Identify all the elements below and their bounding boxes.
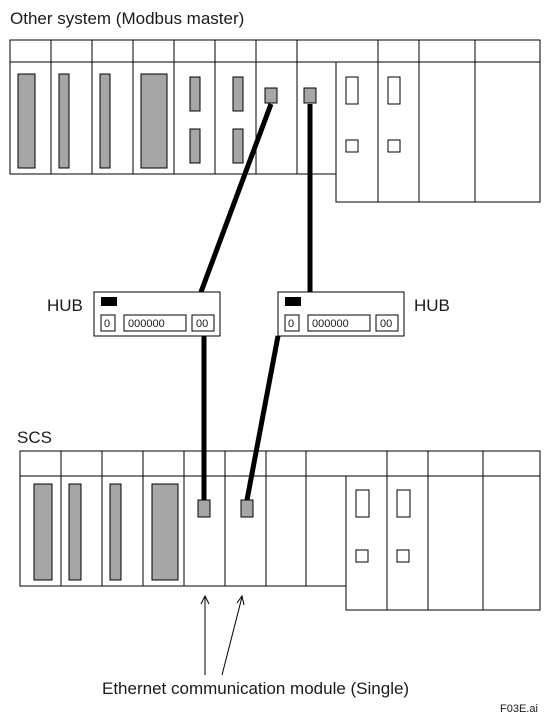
top-card-1	[17, 73, 36, 169]
hub-left-port-group: 000000	[128, 318, 165, 330]
hub-right-port-group: 000000	[312, 318, 349, 330]
hub-left-led	[101, 297, 117, 306]
scs-card-2	[68, 483, 82, 581]
module-pointer-arrows	[200, 594, 245, 676]
top-card-3	[99, 73, 111, 169]
scs-card-4	[151, 483, 179, 581]
cables-upper	[198, 103, 313, 293]
scs-eth-module-1-port	[197, 499, 211, 518]
top-card-2	[58, 73, 70, 169]
hub-left: HUB 0 000000 00	[47, 291, 221, 337]
hub-right-port-pair: 00	[380, 318, 392, 330]
scs-rack-cards	[33, 483, 254, 581]
top-rack	[9, 39, 541, 203]
top-rack-cards	[17, 73, 317, 169]
top-card-6b	[232, 128, 244, 164]
hub-right-led	[285, 297, 301, 306]
top-card-6a	[232, 76, 244, 112]
top-eth-port-1	[264, 87, 278, 104]
hub-right: 0 000000 00 HUB	[277, 291, 450, 337]
hub-left-port-pair: 00	[196, 318, 208, 330]
top-rack-slots	[345, 76, 401, 153]
scs-rack	[19, 450, 541, 611]
hub-left-port-single: 0	[104, 318, 110, 330]
cable-master-to-hub-left	[198, 103, 274, 293]
cables-lower	[201, 335, 281, 501]
scs-card-1	[33, 483, 53, 581]
top-system-title: Other system (Modbus master)	[10, 9, 244, 28]
top-card-5a	[189, 76, 201, 112]
arrow-to-module-2	[221, 596, 243, 676]
file-tag: F03E.ai	[500, 703, 538, 715]
top-card-5b	[189, 128, 201, 164]
scs-card-3	[109, 483, 122, 581]
cable-hub-right-to-scs	[244, 335, 281, 501]
scs-label: SCS	[17, 428, 52, 447]
scs-rack-slots	[355, 489, 411, 563]
top-card-4	[140, 73, 168, 169]
scs-eth-module-2-port	[240, 499, 254, 518]
hub-right-port-single: 0	[288, 318, 294, 330]
top-eth-port-2	[303, 87, 317, 104]
module-caption: Ethernet communication module (Single)	[102, 679, 409, 698]
hub-right-label: HUB	[414, 296, 450, 315]
hub-left-label: HUB	[47, 296, 83, 315]
